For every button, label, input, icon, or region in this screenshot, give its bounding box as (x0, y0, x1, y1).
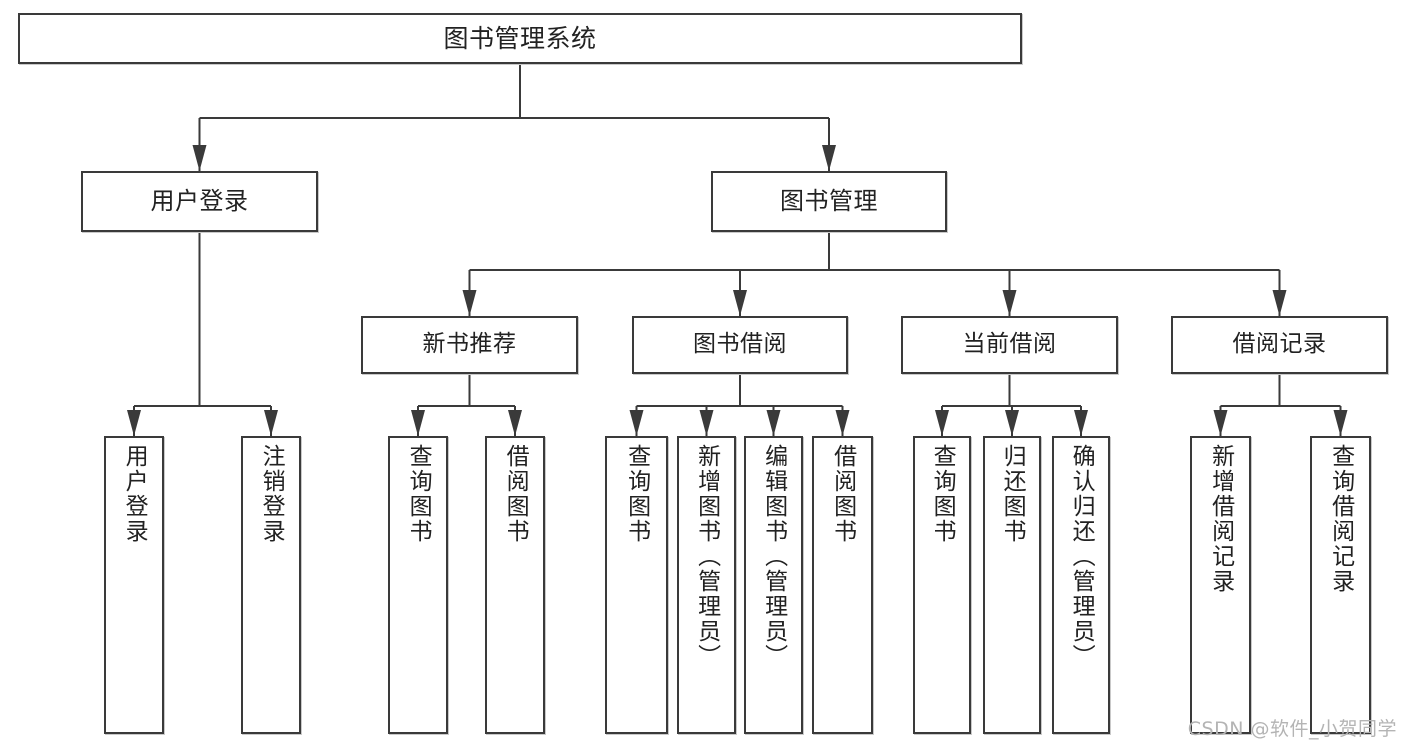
node-label-leaf-cur-query: 查询图书 (929, 444, 956, 544)
node-leaf-cur-query[interactable]: 查询图书 (913, 436, 971, 734)
node-borrow-record[interactable]: 借阅记录 (1171, 316, 1388, 374)
node-label-current-borrow: 当前借阅 (962, 331, 1057, 358)
node-leaf-brw-edit[interactable]: 编辑图书（管理员） (744, 436, 803, 734)
arrowhead-leaf-rec-query (411, 410, 425, 436)
arrowhead-current-borrow (1002, 290, 1017, 316)
arrowhead-user-login (192, 145, 207, 171)
csdn-watermark: CSDN @软件_小贺同学 (1187, 718, 1397, 740)
node-book-manage[interactable]: 图书管理 (711, 171, 947, 232)
arrowhead-book-borrow (733, 290, 747, 316)
arrowhead-leaf-rcd-add (1213, 410, 1228, 436)
node-label-leaf-user-logout: 注销登录 (258, 444, 285, 544)
arrowhead-leaf-user-login (127, 410, 141, 436)
node-leaf-rec-borrow[interactable]: 借阅图书 (485, 436, 545, 734)
arrowhead-leaf-rec-borrow (508, 410, 522, 436)
arrowhead-leaf-brw-edit (766, 410, 781, 436)
node-root[interactable]: 图书管理系统 (18, 13, 1022, 64)
arrowhead-book-manage (822, 145, 836, 171)
node-leaf-rcd-query[interactable]: 查询借阅记录 (1310, 436, 1371, 734)
node-leaf-rcd-add[interactable]: 新增借阅记录 (1190, 436, 1251, 734)
node-label-leaf-rcd-add: 新增借阅记录 (1207, 444, 1234, 594)
node-label-leaf-cur-return: 归还图书 (999, 444, 1026, 544)
arrowhead-leaf-rcd-query (1333, 410, 1348, 436)
node-current-borrow[interactable]: 当前借阅 (901, 316, 1118, 374)
node-label-leaf-user-login: 用户登录 (121, 444, 148, 544)
node-new-book-rec[interactable]: 新书推荐 (361, 316, 578, 374)
node-label-root: 图书管理系统 (443, 23, 597, 53)
node-leaf-user-login[interactable]: 用户登录 (104, 436, 164, 734)
node-label-book-borrow: 图书借阅 (693, 331, 787, 358)
node-user-login[interactable]: 用户登录 (81, 171, 318, 232)
node-label-leaf-brw-borrow: 借阅图书 (829, 444, 856, 544)
node-leaf-brw-add[interactable]: 新增图书（管理员） (677, 436, 736, 734)
node-label-new-book-rec: 新书推荐 (422, 331, 517, 358)
node-leaf-brw-query[interactable]: 查询图书 (605, 436, 668, 734)
node-label-user-login: 用户登录 (150, 187, 249, 216)
node-label-book-manage: 图书管理 (780, 187, 878, 216)
node-leaf-brw-borrow[interactable]: 借阅图书 (812, 436, 873, 734)
arrowhead-new-book-rec (462, 290, 477, 316)
node-leaf-cur-return[interactable]: 归还图书 (983, 436, 1041, 734)
arrowhead-leaf-cur-confirm (1074, 410, 1088, 436)
node-label-borrow-record: 借阅记录 (1232, 331, 1327, 358)
node-label-leaf-rcd-query: 查询借阅记录 (1327, 444, 1354, 594)
node-label-leaf-rec-borrow: 借阅图书 (502, 444, 529, 544)
node-leaf-rec-query[interactable]: 查询图书 (388, 436, 448, 734)
node-label-leaf-cur-confirm: 确认归还（管理员） (1068, 444, 1095, 669)
arrowhead-leaf-brw-add (699, 410, 714, 436)
arrowhead-leaf-brw-borrow (835, 410, 850, 436)
node-label-leaf-brw-query: 查询图书 (623, 444, 650, 544)
node-book-borrow[interactable]: 图书借阅 (632, 316, 848, 374)
arrowhead-borrow-record (1272, 290, 1287, 316)
node-label-leaf-brw-add: 新增图书（管理员） (693, 444, 720, 669)
arrowhead-leaf-user-logout (264, 410, 278, 436)
arrowhead-leaf-cur-return (1005, 410, 1019, 436)
node-leaf-cur-confirm[interactable]: 确认归还（管理员） (1052, 436, 1110, 734)
arrowhead-leaf-cur-query (935, 410, 949, 436)
node-leaf-user-logout[interactable]: 注销登录 (241, 436, 301, 734)
node-label-leaf-brw-edit: 编辑图书（管理员） (760, 444, 787, 669)
arrowhead-leaf-brw-query (629, 410, 644, 436)
node-label-leaf-rec-query: 查询图书 (405, 444, 432, 544)
